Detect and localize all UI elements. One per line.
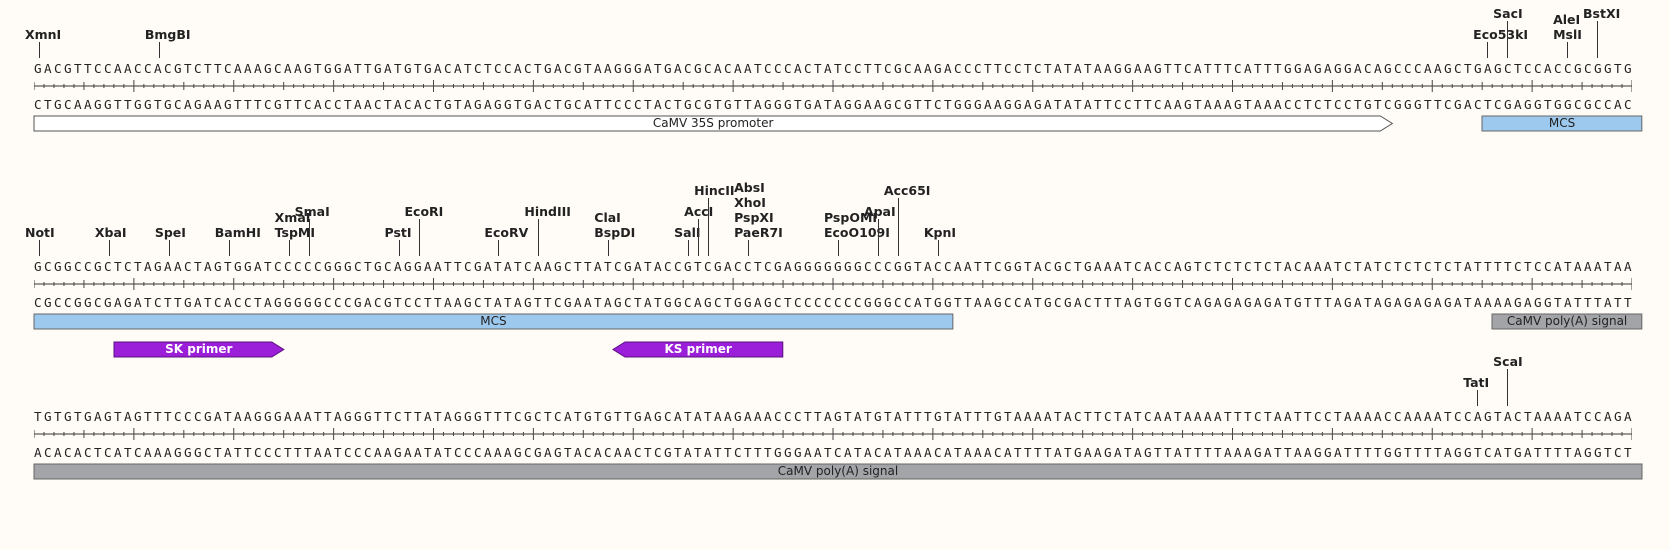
enzyme-cut-tick <box>1507 21 1509 58</box>
enzyme-cut-tick <box>308 219 310 256</box>
enzyme-label[interactable]: SacI <box>1493 6 1523 21</box>
enzyme-cut-tick <box>897 198 899 256</box>
position-ruler <box>34 428 1632 440</box>
feature-shape <box>33 115 1394 132</box>
enzyme-cut-tick <box>38 240 40 256</box>
enzyme-label[interactable]: AccI <box>684 204 714 219</box>
enzyme-label[interactable]: AbsI XhoI PspXI PaeR7I <box>734 180 783 240</box>
position-ruler <box>34 278 1632 290</box>
enzyme-label[interactable]: BamHI <box>214 225 261 240</box>
enzyme-cut-tick <box>398 240 400 256</box>
feature-shape <box>612 341 784 358</box>
enzyme-label[interactable]: SpeI <box>154 225 186 240</box>
enzyme-label[interactable]: XmaI TspMI <box>274 210 316 240</box>
feature-annotation[interactable]: MCS <box>1481 115 1643 132</box>
enzyme-cut-tick <box>937 240 939 256</box>
enzyme-cut-tick <box>158 42 160 58</box>
feature-annotation[interactable]: SK primer <box>113 341 285 358</box>
enzyme-label[interactable]: XmnI <box>24 27 62 42</box>
enzyme-label[interactable]: HindIII <box>524 204 571 219</box>
feature-shape <box>33 463 1643 480</box>
enzyme-label[interactable]: PstI <box>384 225 412 240</box>
enzyme-cut-tick <box>498 240 500 256</box>
enzyme-cut-tick <box>418 219 420 256</box>
enzyme-label[interactable]: ScaI <box>1493 354 1523 369</box>
enzyme-label[interactable]: EcoRI <box>404 204 444 219</box>
enzyme-label[interactable]: SalI <box>674 225 701 240</box>
enzyme-cut-tick <box>698 219 700 256</box>
feature-label: CaMV poly(A) signal <box>1506 314 1628 328</box>
feature-label: CaMV 35S promoter <box>652 116 774 130</box>
enzyme-label[interactable]: Acc65I <box>883 183 931 198</box>
enzyme-label[interactable]: PspOMI EcoO109I <box>823 210 890 240</box>
enzyme-cut-tick <box>228 240 230 256</box>
enzyme-label[interactable]: Eco53kI <box>1473 27 1529 42</box>
enzyme-cut-tick <box>877 219 879 256</box>
feature-label: MCS <box>480 314 507 328</box>
enzyme-label[interactable]: SmaI <box>294 204 330 219</box>
feature-label: KS primer <box>664 342 732 356</box>
enzyme-cut-tick <box>708 198 710 256</box>
enzyme-label[interactable]: ApaI <box>863 204 896 219</box>
position-ruler <box>34 80 1632 92</box>
feature-annotation[interactable]: MCS <box>33 313 954 330</box>
enzyme-cut-tick <box>288 240 290 256</box>
enzyme-label[interactable]: KpnI <box>923 225 957 240</box>
feature-annotation[interactable]: CaMV poly(A) signal <box>33 463 1643 480</box>
enzyme-label[interactable]: XbaI <box>94 225 127 240</box>
enzyme-label[interactable]: EcoRV <box>484 225 529 240</box>
feature-label: CaMV poly(A) signal <box>777 464 899 478</box>
enzyme-cut-tick <box>108 240 110 256</box>
enzyme-cut-tick <box>608 240 610 256</box>
enzyme-cut-tick <box>1597 21 1599 58</box>
feature-shape <box>113 341 285 358</box>
enzyme-cut-tick <box>748 240 750 256</box>
feature-shape <box>1481 115 1643 132</box>
enzyme-cut-tick <box>688 240 690 256</box>
feature-label: MCS <box>1548 116 1576 130</box>
enzyme-cut-tick <box>1477 390 1479 406</box>
enzyme-label[interactable]: ClaI BspDI <box>594 210 636 240</box>
feature-shape <box>1491 313 1643 330</box>
enzyme-label[interactable]: NotI <box>24 225 55 240</box>
enzyme-cut-tick <box>38 42 40 58</box>
enzyme-label[interactable]: HincII <box>694 183 735 198</box>
enzyme-label[interactable]: AleI MslI <box>1553 12 1582 42</box>
enzyme-label[interactable]: TatI <box>1463 375 1490 390</box>
enzyme-cut-tick <box>837 240 839 256</box>
enzyme-cut-tick <box>538 219 540 256</box>
enzyme-label[interactable]: BstXI <box>1583 6 1621 21</box>
feature-annotation[interactable]: CaMV 35S promoter <box>33 115 1394 132</box>
feature-annotation[interactable]: KS primer <box>612 341 784 358</box>
feature-label: SK primer <box>165 342 233 356</box>
enzyme-cut-tick <box>1487 42 1489 58</box>
feature-shape <box>33 313 954 330</box>
enzyme-cut-tick <box>1507 369 1509 406</box>
enzyme-cut-tick <box>168 240 170 256</box>
feature-annotation[interactable]: CaMV poly(A) signal <box>1491 313 1643 330</box>
enzyme-label[interactable]: BmgBI <box>144 27 191 42</box>
enzyme-cut-tick <box>1567 42 1569 58</box>
